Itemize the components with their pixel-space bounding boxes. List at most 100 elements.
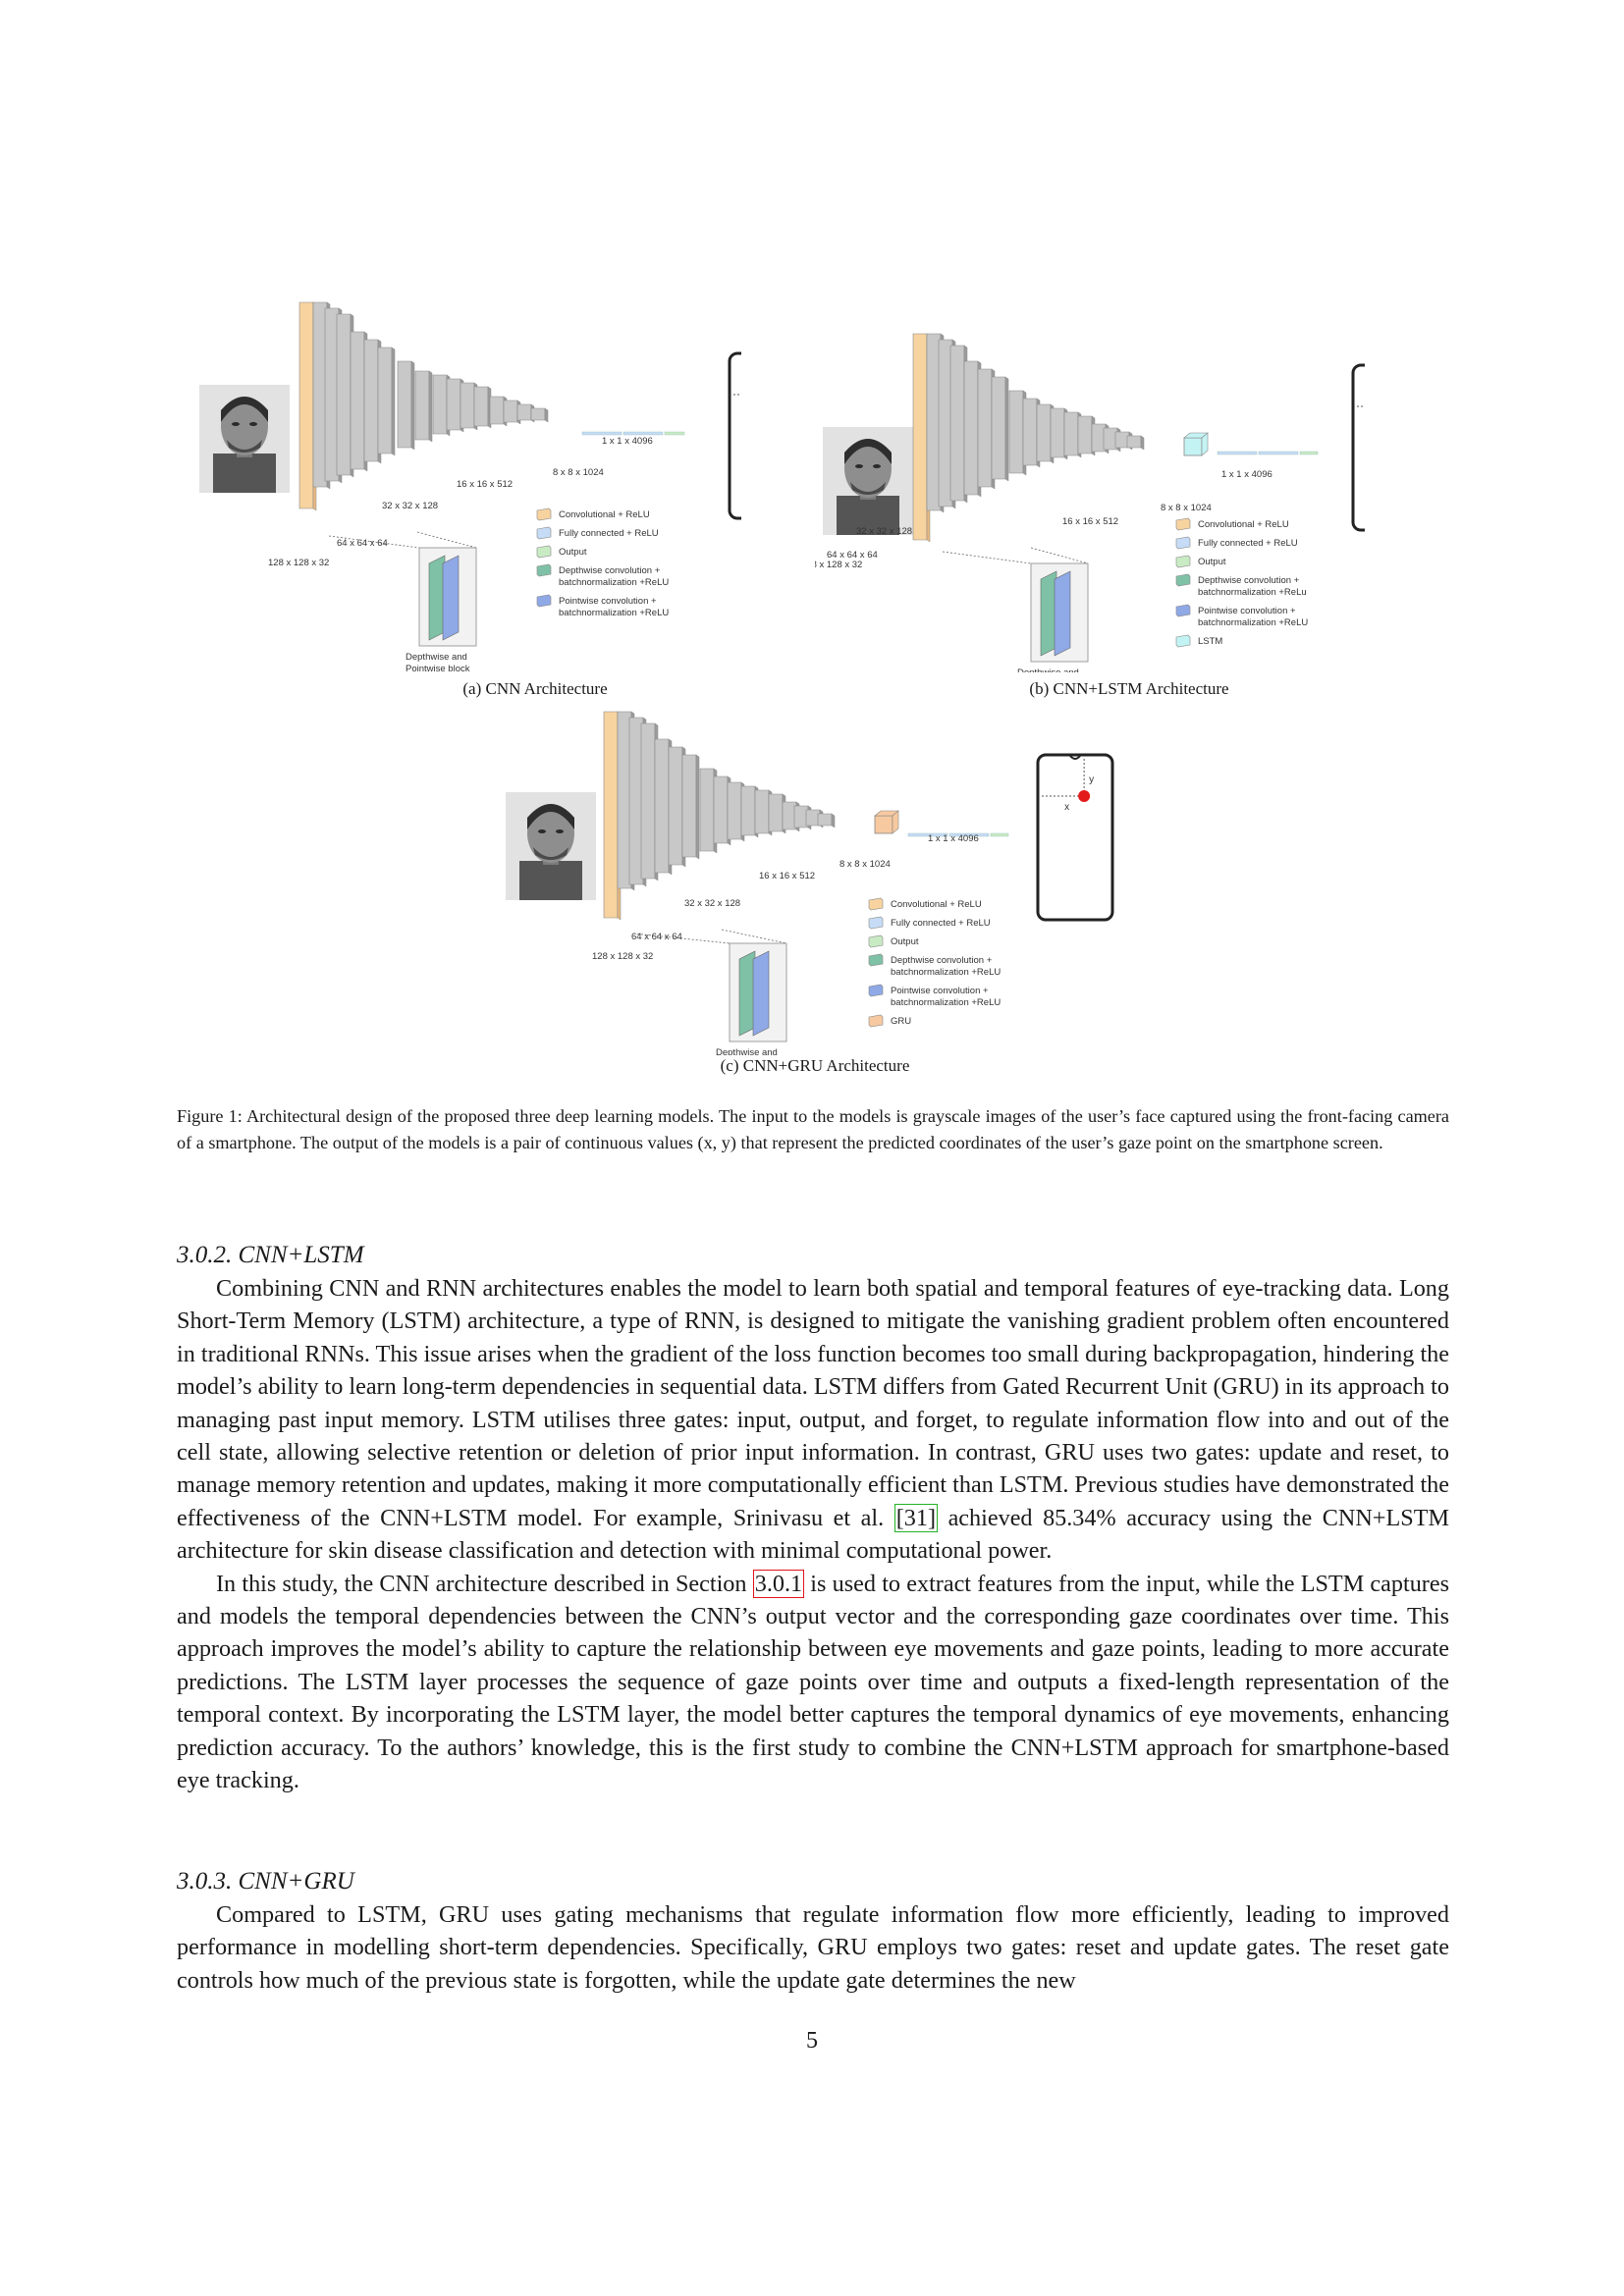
legend-label: Output <box>559 547 587 558</box>
cube-side <box>1201 432 1209 456</box>
layer-face <box>754 789 770 834</box>
dim-label: 16 x 16 x 512 <box>1062 516 1118 527</box>
dim-label: 1 x 1 x 4096 <box>602 436 653 447</box>
feature-map-layer <box>817 813 836 828</box>
legend-item: Convolutional + ReLU <box>868 897 982 911</box>
legend-item: Depthwise convolution +batchnormalizatio… <box>868 953 1001 978</box>
phone-output: yx <box>1036 753 1114 922</box>
gaze-point <box>1078 790 1091 802</box>
face-eye <box>538 829 546 833</box>
dim-label: 128 x 128 x 32 <box>268 558 329 568</box>
dim-label: 16 x 16 x 512 <box>759 871 815 881</box>
zoom-line <box>721 929 787 944</box>
cube-side <box>892 810 899 834</box>
face-hair <box>844 439 892 464</box>
section-cnn-gru: 3.0.3. CNN+GRU Compared to LSTM, GRU use… <box>177 1865 1449 1997</box>
fc-layer <box>664 431 685 436</box>
legend-label: Output <box>891 936 919 947</box>
legend-swatch <box>1175 555 1191 568</box>
layer-face <box>397 360 412 449</box>
legend-swatch <box>536 545 552 559</box>
layer-face <box>963 360 979 496</box>
citation-link[interactable]: [31] <box>893 1503 939 1532</box>
legend-item: Convolutional + ReLU <box>1175 517 1289 531</box>
layer-face <box>1050 407 1065 458</box>
feature-map-layer <box>414 370 433 443</box>
legend-item: Output <box>536 545 587 559</box>
face-eye <box>855 464 863 468</box>
legend-swatch <box>1175 517 1191 531</box>
layer-face <box>446 378 461 431</box>
layer-side <box>695 754 700 860</box>
pointwise-layer <box>442 555 460 641</box>
face-image <box>506 792 596 900</box>
zoom-line <box>632 933 731 944</box>
legend-item: Depthwise convolution +batchnormalizatio… <box>1175 573 1307 598</box>
phone-body <box>1036 753 1114 922</box>
legend-item: Pointwise convolution +batchnormalizatio… <box>1175 604 1308 628</box>
depthwise-layer <box>428 555 446 641</box>
gru-block <box>874 810 899 834</box>
legend-label: batchnormalization +ReLU <box>1198 617 1308 628</box>
legend-label: LSTM <box>1198 636 1222 647</box>
layer-face <box>473 386 489 427</box>
dim-label: 8 x 8 x 1024 <box>1161 503 1212 513</box>
caption-c: (c) CNN+GRU Architecture <box>720 1056 910 1075</box>
layer-face <box>603 711 619 919</box>
layer-side <box>410 360 415 451</box>
block-label: Depthwise and <box>716 1047 778 1055</box>
section-heading: 3.0.3. CNN+GRU <box>177 1868 354 1895</box>
depthwise-pointwise-block <box>729 942 787 1042</box>
dim-label: 32 x 32 x 128 <box>382 501 438 511</box>
phone-body <box>728 351 741 520</box>
legend: Convolutional + ReLU Fully connected + Re… <box>868 897 1001 1028</box>
layer-face <box>530 407 546 421</box>
legend-item: Depthwise convolution +batchnormalizatio… <box>536 563 669 588</box>
legend-swatch <box>1175 604 1191 617</box>
face-eye <box>232 422 240 426</box>
caption-b: (b) CNN+LSTM Architecture <box>1029 679 1229 698</box>
section-link[interactable]: 3.0.1 <box>752 1569 805 1598</box>
legend-label: Fully connected + ReLU <box>891 918 991 929</box>
legend-label: GRU <box>891 1016 911 1027</box>
face-shirt <box>213 454 276 493</box>
legend-label: Pointwise convolution + <box>1198 606 1296 616</box>
legend-label: batchnormalization +ReLU <box>891 967 1001 978</box>
axis-label-x: x <box>1064 802 1069 813</box>
layer-side <box>831 813 836 828</box>
phone-output: yx <box>728 351 741 520</box>
face-beard <box>533 847 568 860</box>
fc-layer <box>623 431 664 436</box>
face-head <box>527 804 574 863</box>
legend-item: Output <box>868 934 919 948</box>
layer-face <box>336 313 352 476</box>
cube-front <box>1183 437 1203 456</box>
layer-face <box>681 754 697 858</box>
legend-label: batchnormalization +ReLu <box>1198 587 1307 598</box>
section-heading: 3.0.2. CNN+LSTM <box>177 1242 364 1268</box>
layer-side <box>428 370 433 443</box>
face-eye <box>873 464 881 468</box>
layer-face <box>713 775 729 844</box>
fc-layer <box>1299 451 1319 455</box>
layer-side <box>391 347 396 456</box>
legend-swatch <box>868 916 884 930</box>
face-head <box>844 439 892 498</box>
layer-face <box>668 746 683 866</box>
dim-label: 8 x 8 x 1024 <box>553 467 604 478</box>
layer-face <box>949 345 965 502</box>
dim-label: 128 x 128 x 32 <box>592 951 653 962</box>
legend-label: Depthwise convolution + <box>891 955 993 966</box>
legend-item: LSTM <box>1175 634 1222 648</box>
legend-swatch <box>1175 573 1191 587</box>
fc-layer <box>1258 451 1299 455</box>
dim-label: 1 x 1 x 4096 <box>928 833 979 844</box>
legend-label: Depthwise convolution + <box>1198 575 1300 586</box>
dim-label: 64 x 64 x 64 <box>827 550 878 561</box>
legend-item: GRU <box>868 1014 911 1028</box>
block-label: Pointwise block <box>406 664 470 672</box>
